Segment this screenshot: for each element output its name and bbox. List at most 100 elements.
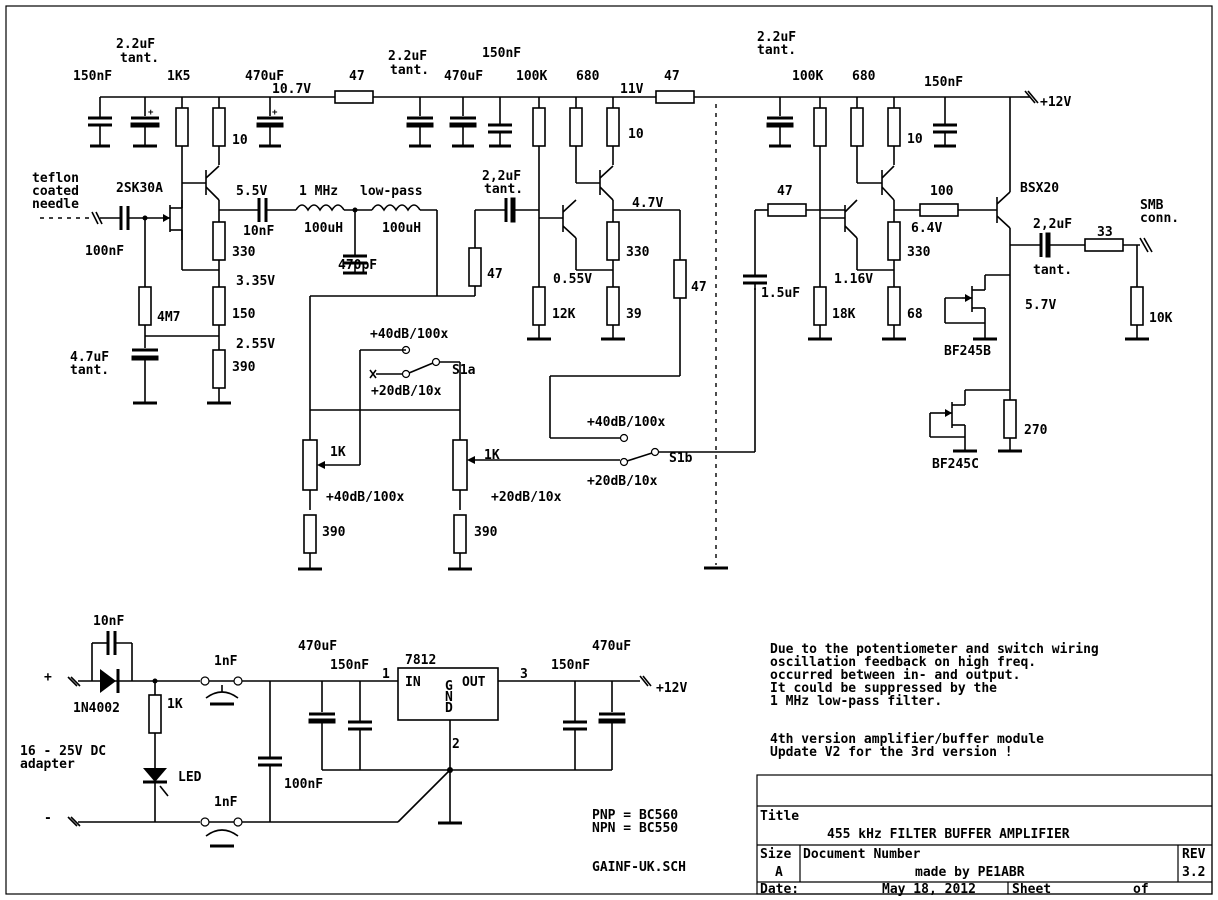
label-npn: NPN = BC550 <box>592 821 678 836</box>
label-ps-7812: 7812 <box>405 653 436 668</box>
pot-1k-b <box>448 410 629 571</box>
design-note: Due to the potentiometer and switch wiri… <box>770 642 1099 760</box>
label-ps-150n-a: 150nF <box>330 658 369 673</box>
label-tant-a: tant. <box>120 51 159 66</box>
label-volt-5-5: 5.5V <box>236 184 267 199</box>
label-cap-2c2-tant: 2,2uF <box>482 169 521 184</box>
supply-rail <box>100 90 1039 104</box>
cap-150nf-top-left <box>88 97 112 148</box>
label-needle-1: teflon <box>32 171 79 186</box>
label-sw-s1a: S1a <box>452 363 476 378</box>
label-res-33: 33 <box>1097 225 1113 240</box>
label-res-330-c: 330 <box>907 245 931 260</box>
fet-bf245c <box>929 389 1022 453</box>
pot-1k-a <box>298 410 325 571</box>
label-volt-1-16: 1.16V <box>834 272 873 287</box>
tb-title-label: Title <box>760 809 799 824</box>
tb-date: May 18, 2012 <box>882 882 976 897</box>
label-cap-150n-a: 150nF <box>73 69 112 84</box>
label-pot-40db: +40dB/100x <box>326 490 404 505</box>
label-sw-20db-b: +20dB/10x <box>587 474 658 489</box>
component-labels: 2.2uF tant. 150nF 1K5 470uF 10.7V 47 2.2… <box>32 30 1179 540</box>
tb-title: 455 kHz FILTER BUFFER AMPLIFIER <box>827 827 1070 842</box>
label-res-330-b: 330 <box>626 245 650 260</box>
label-res-12k: 12K <box>552 307 576 322</box>
label-res-100k-a: 100K <box>516 69 547 84</box>
tb-date-label: Date: <box>760 882 799 897</box>
label-res-4m7: 4M7 <box>157 310 180 325</box>
label-res-10-b: 10 <box>628 127 644 142</box>
label-ps-d: D <box>445 701 453 716</box>
title-block-text: Title 455 kHz FILTER BUFFER AMPLIFIER Si… <box>760 809 1206 897</box>
svg-text:+: + <box>272 108 278 118</box>
label-res-680-b: 680 <box>852 69 876 84</box>
resistor-10-a <box>212 97 226 165</box>
label-res-39: 39 <box>626 307 642 322</box>
label-cap-150n-b: 150nF <box>482 46 521 61</box>
label-ind-100u-b: 100uH <box>382 221 421 236</box>
label-ps-10n: 10nF <box>93 614 124 629</box>
label-ps-470u-b: 470uF <box>592 639 631 654</box>
note-line-0: Due to the potentiometer and switch wiri… <box>770 642 1099 657</box>
label-ps-in: IN <box>405 675 421 690</box>
label-cap-470p: 470pF <box>338 258 377 273</box>
label-res-390-c: 390 <box>474 525 498 540</box>
label-res-330-a: 330 <box>232 245 256 260</box>
label-cap-470u-a: 470uF <box>245 69 284 84</box>
lowpass-filter <box>219 198 438 410</box>
label-cap-2c2-out: 2,2uF <box>1033 217 1072 232</box>
note-line-7: Update V2 for the 3rd version ! <box>770 745 1013 760</box>
note-line-2: occurred between in- and output. <box>770 668 1020 683</box>
label-volt-4-7: 4.7V <box>632 196 663 211</box>
label-cap-100n-in: 100nF <box>85 244 124 259</box>
label-ps-out: OUT <box>462 675 486 690</box>
label-ps-150n-b: 150nF <box>551 658 590 673</box>
label-ps-n: N <box>445 690 453 705</box>
tb-made-by: made by PE1ABR <box>915 865 1025 880</box>
label-ps-470u-a: 470uF <box>298 639 337 654</box>
label-volt-2-55: 2.55V <box>236 337 275 352</box>
label-needle-3: needle <box>32 197 79 212</box>
label-filename: GAINF-UK.SCH <box>592 860 686 875</box>
label-tant-e: tant. <box>484 182 523 197</box>
label-tant-b: tant. <box>390 63 429 78</box>
label-cap-2u2-tant-b: 2.2uF <box>388 49 427 64</box>
label-res-390-b: 390 <box>322 525 346 540</box>
power-supply <box>67 631 652 848</box>
label-volt-3-35: 3.35V <box>236 274 275 289</box>
label-ps-g: G <box>445 679 453 694</box>
label-sw-20db-a: +20dB/10x <box>371 384 442 399</box>
label-res-10-a: 10 <box>232 133 248 148</box>
switch-s1b <box>626 288 756 462</box>
label-pot-1k-a: 1K <box>330 445 346 460</box>
power-supply-labels: 10nF 470uF 470uF 150nF 150nF 7812 1 3 2 … <box>20 614 687 875</box>
label-ps-minus: - <box>44 811 52 826</box>
label-ps-led: LED <box>178 770 202 785</box>
label-ps-1n-a: 1nF <box>214 654 238 669</box>
label-res-100k-b: 100K <box>792 69 823 84</box>
label-ind-100u-a: 100uH <box>304 221 343 236</box>
tb-sheet-label: Sheet <box>1012 882 1051 897</box>
tb-size-label: Size <box>760 847 791 862</box>
label-cap-470u-b: 470uF <box>444 69 483 84</box>
label-tant-c: tant. <box>757 43 796 58</box>
label-ps-1n-b: 1nF <box>214 795 238 810</box>
label-ps-pin2: 2 <box>452 737 460 752</box>
tb-size: A <box>775 865 783 880</box>
fet-bf245b <box>944 274 1010 341</box>
label-res-680-a: 680 <box>576 69 600 84</box>
label-pnp: PNP = BC560 <box>592 808 678 823</box>
label-res-47-b: 47 <box>664 69 680 84</box>
label-sw-40db-a: +40dB/100x <box>370 327 448 342</box>
label-ps-diode: 1N4002 <box>73 701 120 716</box>
label-res-47-a: 47 <box>349 69 365 84</box>
label-fet-2sk30a: 2SK30A <box>116 181 163 196</box>
tb-rev: 3.2 <box>1182 865 1205 880</box>
label-sw-40db-b: +40dB/100x <box>587 415 665 430</box>
label-res-47-e: 47 <box>777 184 793 199</box>
label-pot-20db: +20dB/10x <box>491 490 562 505</box>
label-ps-1k: 1K <box>167 697 183 712</box>
label-ps-12v: +12V <box>656 681 687 696</box>
label-res-18k: 18K <box>832 307 856 322</box>
note-line-3: It could be suppressed by the <box>770 681 997 696</box>
